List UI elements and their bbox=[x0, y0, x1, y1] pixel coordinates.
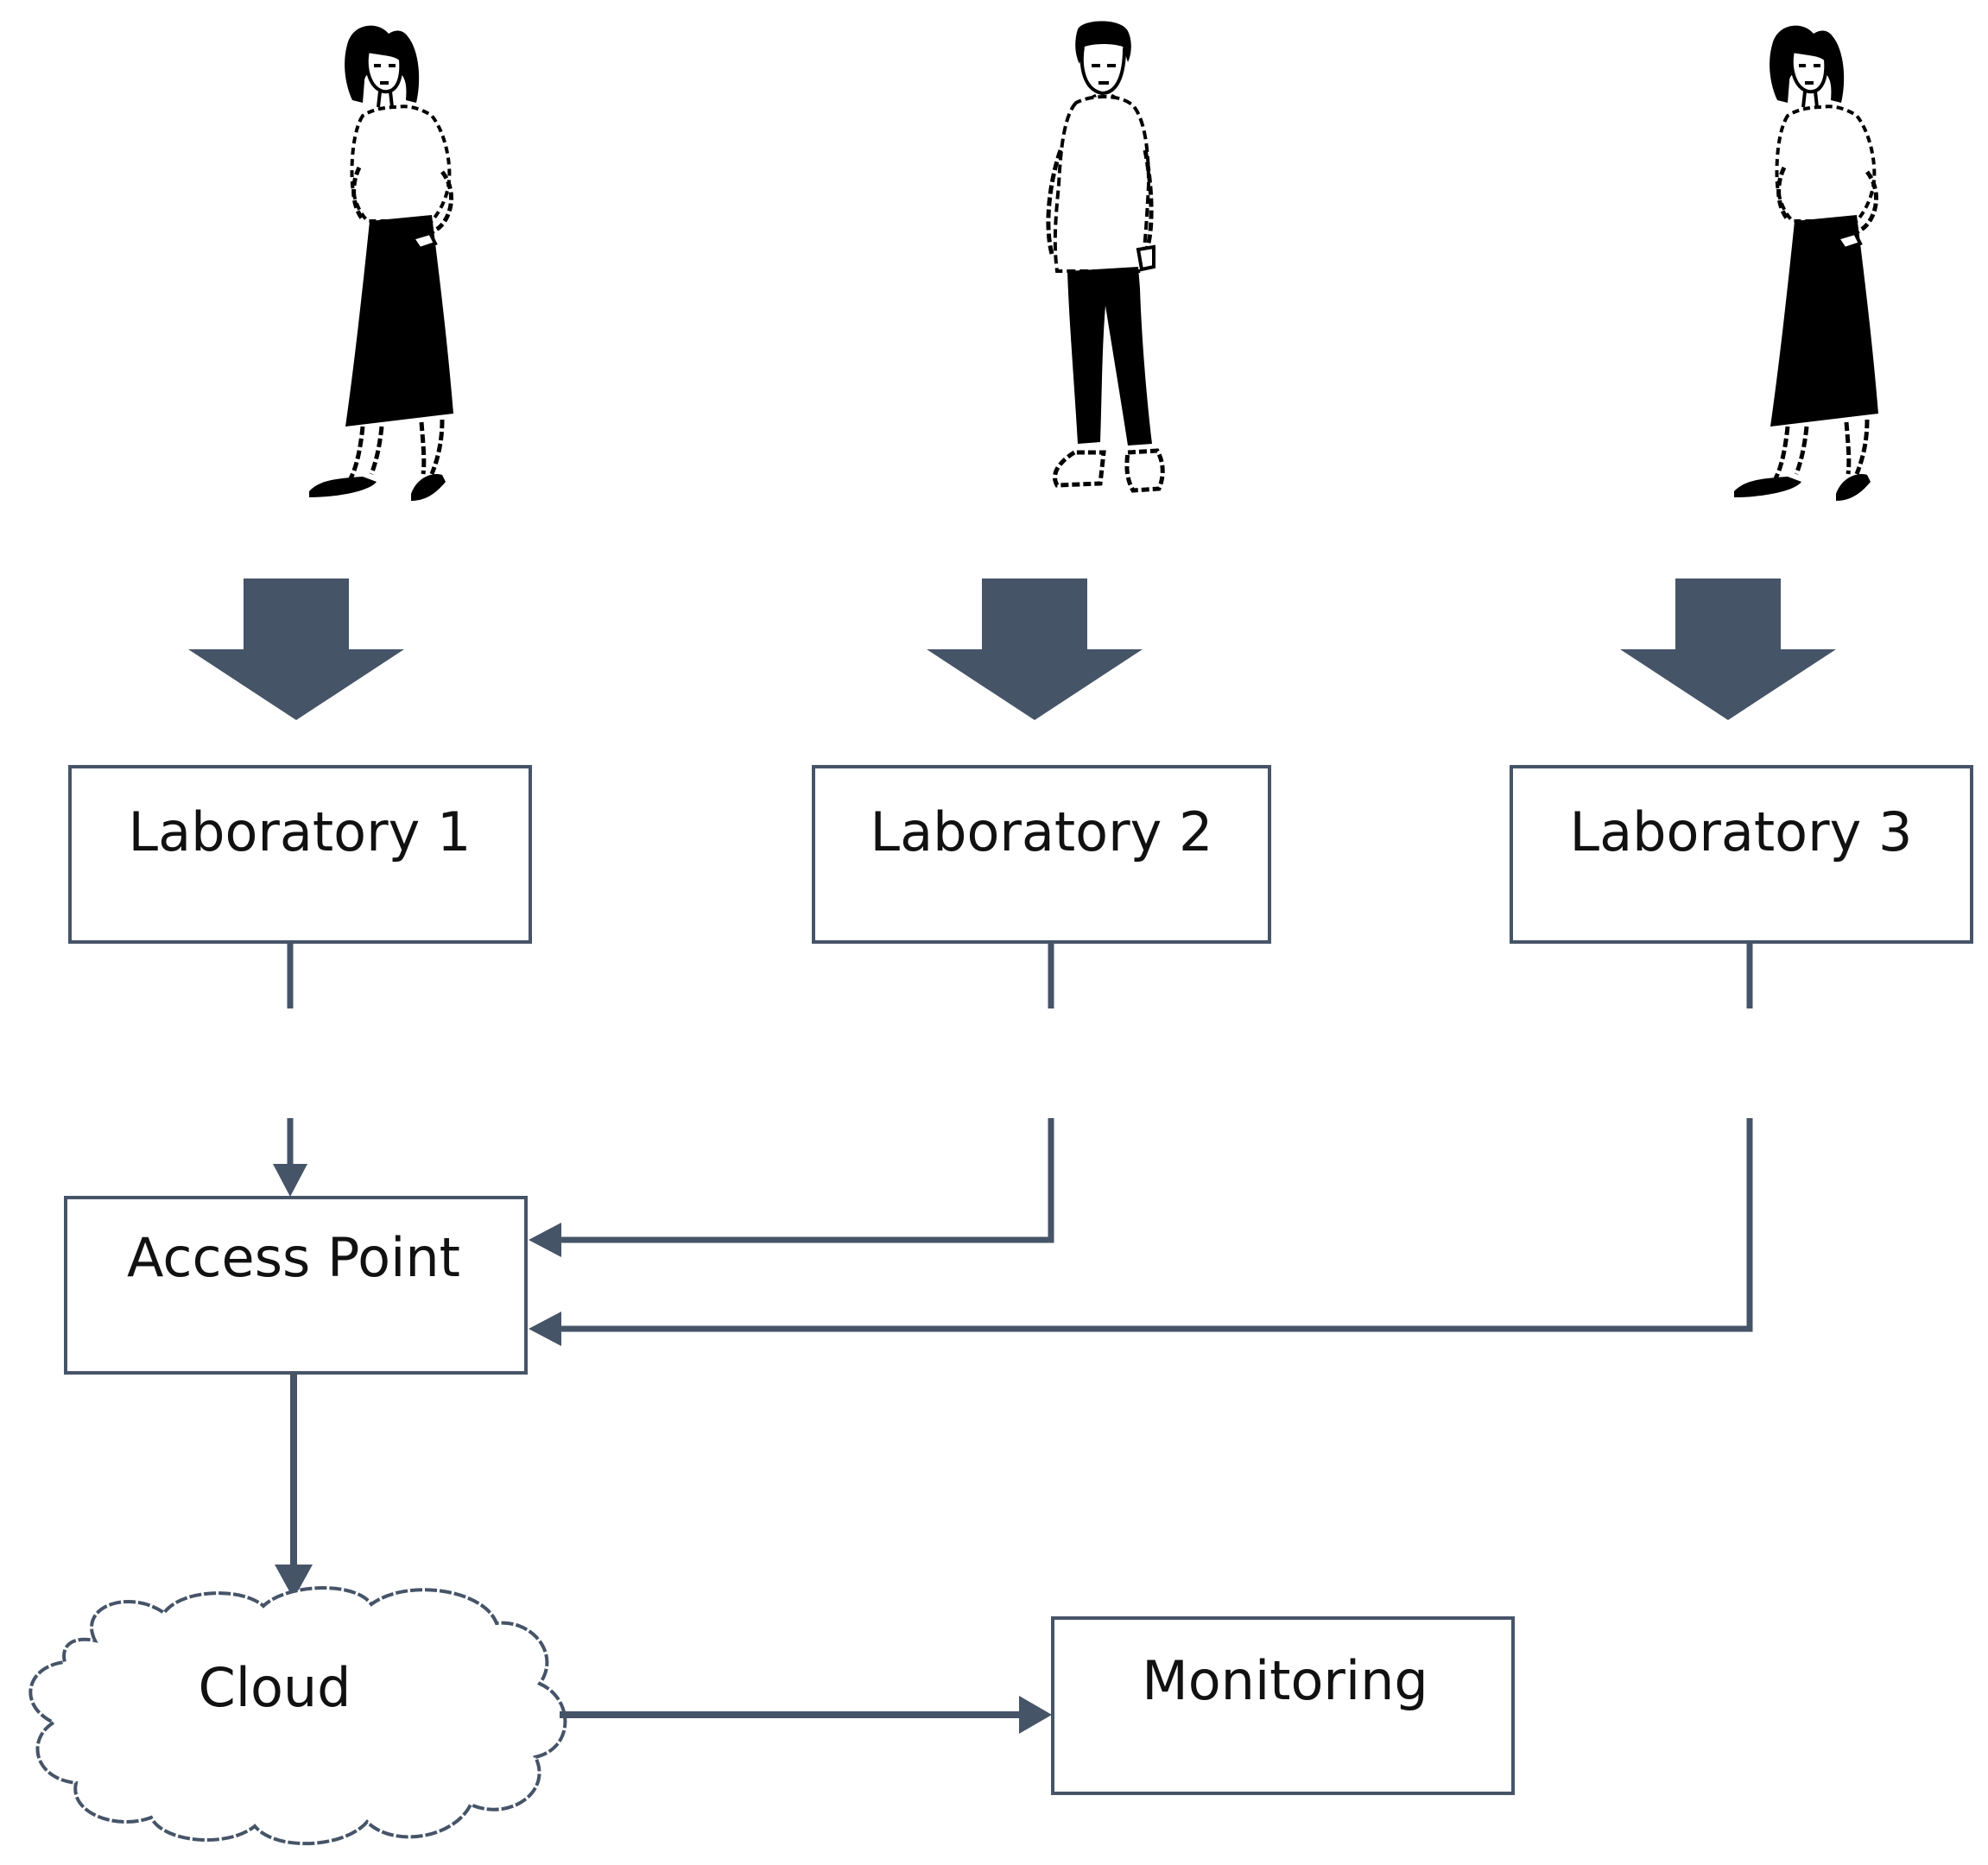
laboratory-1-label: Laboratory 1 bbox=[129, 800, 472, 863]
monitoring-label: Monitoring bbox=[1142, 1649, 1428, 1712]
laboratory-1-box: Laboratory 1 bbox=[68, 765, 532, 944]
arrowhead-icon bbox=[529, 1312, 561, 1346]
arrowhead-icon bbox=[529, 1223, 561, 1257]
arrowhead-icon bbox=[275, 1565, 313, 1599]
laboratory-2-label: Laboratory 2 bbox=[871, 800, 1213, 863]
cloud-icon: Cloud bbox=[28, 1586, 567, 1846]
laboratory-2-box: Laboratory 2 bbox=[812, 765, 1271, 944]
access-point-box: Access Point bbox=[64, 1196, 528, 1375]
man-standing-icon bbox=[1048, 22, 1162, 491]
arrowhead-icon bbox=[273, 1164, 307, 1197]
woman-standing-icon bbox=[1734, 26, 1878, 501]
connector-line bbox=[553, 1118, 1054, 1243]
down-arrow-icon bbox=[188, 578, 404, 720]
woman-standing-icon bbox=[309, 26, 453, 501]
down-arrow-icon bbox=[927, 578, 1143, 720]
laboratory-3-label: Laboratory 3 bbox=[1570, 800, 1913, 863]
down-arrow-icon bbox=[1620, 578, 1836, 720]
access-point-label: Access Point bbox=[127, 1226, 460, 1289]
arrowhead-icon bbox=[1019, 1696, 1052, 1734]
connector-line bbox=[553, 1118, 1753, 1332]
cloud-label: Cloud bbox=[198, 1656, 351, 1719]
monitoring-box: Monitoring bbox=[1051, 1616, 1515, 1795]
laboratory-3-box: Laboratory 3 bbox=[1510, 765, 1973, 944]
